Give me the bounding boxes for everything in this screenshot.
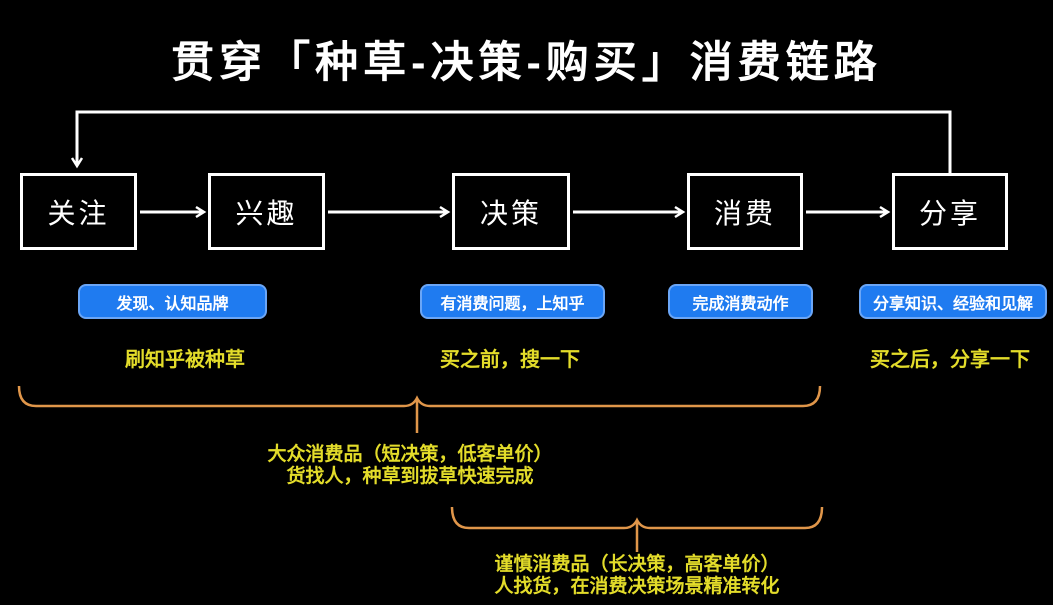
brace-mass-consumer-goods bbox=[17, 385, 822, 433]
note-seeded-on-zhihu: 刷知乎被种草 bbox=[125, 349, 245, 371]
flow-stage-decision: 决策 bbox=[452, 173, 570, 250]
badge-label: 分享知识、经验和见解 bbox=[872, 295, 1033, 313]
badge-discover-brand: 发现、认知品牌 bbox=[78, 284, 267, 319]
segment-line1: 大众消费品（短决策，低客单价） bbox=[267, 444, 553, 465]
flow-stage-interest: 兴趣 bbox=[208, 173, 325, 250]
badge-complete-action: 完成消费动作 bbox=[668, 284, 813, 319]
flow-stage-follow: 关注 bbox=[20, 173, 137, 250]
brace-cautious-consumer-goods bbox=[450, 506, 824, 552]
badge-label: 有消费问题，上知乎 bbox=[440, 295, 585, 313]
flow-stage-label: 分享 bbox=[918, 197, 981, 229]
badge-label: 发现、认知品牌 bbox=[116, 295, 229, 313]
flow-stage-label: 消费 bbox=[713, 197, 776, 229]
segment-mass-consumer-goods: 大众消费品（短决策，低客单价） 货找人，种草到拔草快速完成 bbox=[210, 444, 610, 488]
badge-share-knowledge: 分享知识、经验和见解 bbox=[859, 284, 1047, 319]
segment-cautious-consumer-goods: 谨慎消费品（长决策，高客单价） 人找货，在消费决策场景精准转化 bbox=[437, 554, 837, 598]
flow-stage-label: 决策 bbox=[479, 197, 542, 229]
page-title: 贯穿「种草-决策-购买」消费链路 bbox=[171, 39, 882, 87]
segment-line2: 人找货，在消费决策场景精准转化 bbox=[494, 576, 780, 597]
flow-stage-consume: 消费 bbox=[687, 173, 803, 250]
segment-line1: 谨慎消费品（长决策，高客单价） bbox=[494, 554, 780, 575]
note-share-after-buy: 买之后，分享一下 bbox=[870, 349, 1030, 371]
segment-line2: 货找人，种草到拔草快速完成 bbox=[286, 466, 534, 487]
flow-arrows bbox=[70, 110, 952, 219]
segment-braces bbox=[17, 385, 824, 552]
note-search-before-buy: 买之前，搜一下 bbox=[440, 349, 580, 371]
badge-ask-zhihu: 有消费问题，上知乎 bbox=[420, 284, 605, 319]
flow-stage-share: 分享 bbox=[892, 173, 1008, 250]
feedback-loop-arrow bbox=[70, 110, 952, 173]
flow-stage-label: 关注 bbox=[47, 197, 110, 229]
badge-label: 完成消费动作 bbox=[692, 295, 789, 313]
flow-stage-label: 兴趣 bbox=[235, 197, 298, 229]
